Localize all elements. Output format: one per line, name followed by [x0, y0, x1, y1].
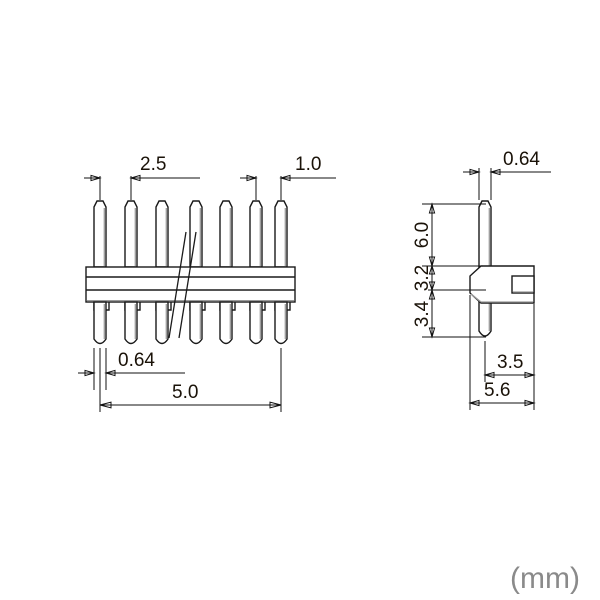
side-view [469, 200, 535, 337]
dim-pin-above-label: 6.0 [412, 222, 433, 248]
front-view [85, 200, 296, 345]
front-view-dimensions: 2.5 1.0 0.64 5.0 [78, 154, 336, 412]
unit-note: (mm) [510, 562, 580, 595]
dim-pin-below-label: 3.4 [412, 300, 433, 327]
dim-overall-depth-label: 5.6 [484, 380, 510, 401]
dim-pin-width-label: 0.64 [118, 350, 155, 371]
side-view-dimensions: 0.64 6.0 3.2 3.4 [412, 149, 551, 410]
dim-pin-to-edge-label: 3.5 [497, 352, 523, 373]
dim-end-margin-label: 1.0 [295, 154, 321, 175]
dim-pitch-label: 2.5 [140, 154, 166, 175]
dim-body-upper-label: 3.2 [412, 265, 433, 291]
dim-overall-width-label: 5.0 [172, 382, 198, 403]
side-view-body [469, 265, 535, 304]
front-view-upper-pins [93, 200, 288, 268]
front-view-lower-pins [93, 301, 288, 345]
front-view-break-line [168, 231, 197, 339]
dim-pin-thickness-label: 0.64 [503, 149, 540, 170]
